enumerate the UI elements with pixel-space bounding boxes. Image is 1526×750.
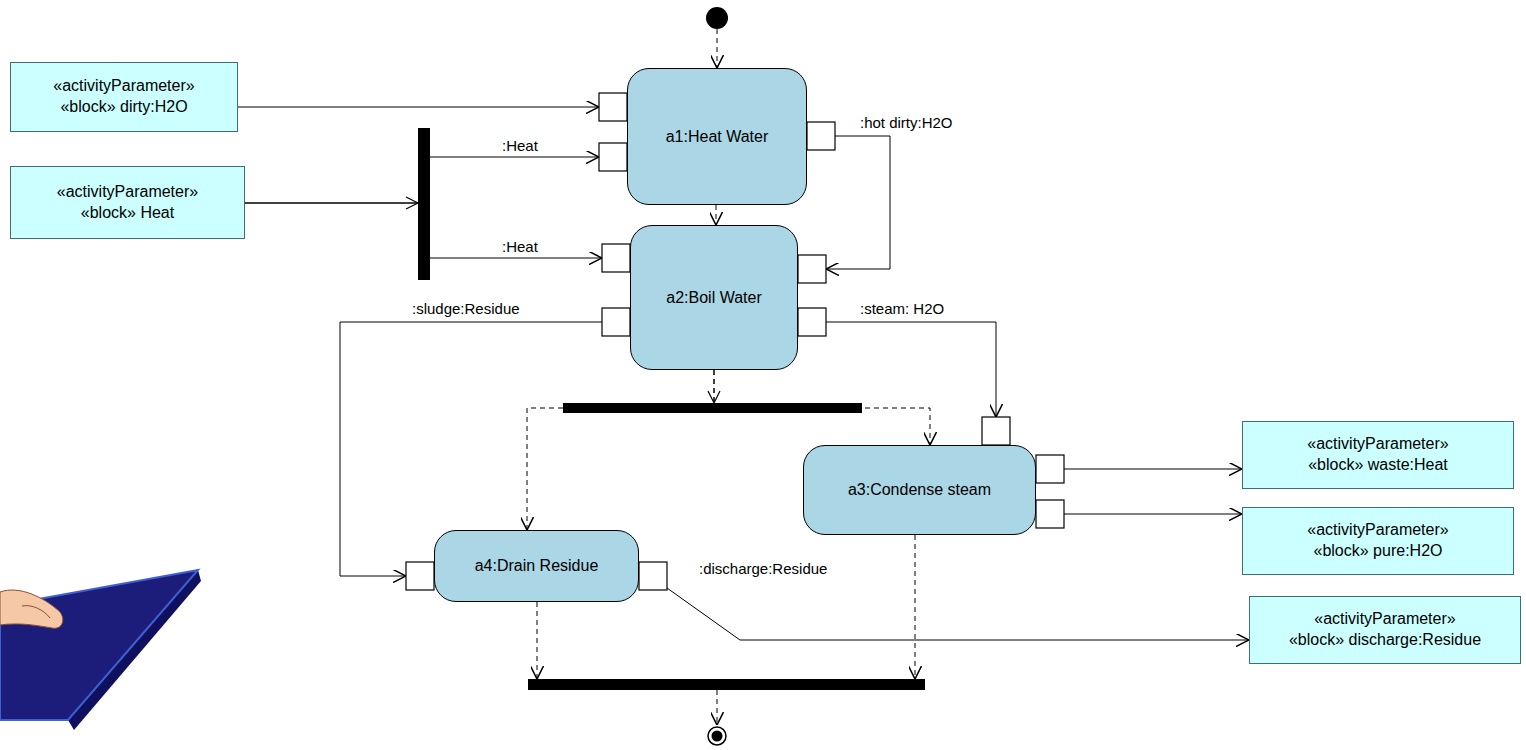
node-name: a1:Heat Water [666, 128, 769, 146]
pin [602, 244, 630, 272]
node-name: «block» waste:Heat [1308, 455, 1448, 476]
object-flow [667, 588, 1249, 640]
node-name: «block» pure:H2O [1314, 541, 1443, 562]
finger-line [22, 606, 50, 618]
pin [798, 255, 826, 283]
activity-parameter: «activityParameter»«block» pure:H2O [1242, 507, 1514, 575]
pin [599, 143, 627, 171]
final-node-core [712, 731, 723, 742]
tablet-top [0, 570, 198, 720]
pin-label: :steam: H2O [858, 300, 946, 317]
control-flow [716, 205, 717, 225]
control-flow [717, 29, 718, 68]
action-node: a1:Heat Water [627, 68, 807, 205]
pin [1036, 500, 1064, 528]
activity-parameter: «activityParameter»«block» waste:Heat [1242, 421, 1514, 489]
pin [982, 417, 1010, 445]
node-name: a3:Condense steam [848, 481, 991, 499]
node-name: «block» dirty:H2O [60, 97, 187, 118]
stereotype-text: «activityParameter» [53, 76, 194, 97]
hand [0, 590, 63, 628]
pin [798, 308, 826, 336]
fork-bar [563, 403, 862, 413]
pin-label: :hot dirty:H2O [858, 114, 955, 131]
pin-label: :discharge:Residue [697, 560, 829, 577]
hand-tablet-illustration [0, 570, 201, 730]
node-name: «block» discharge:Residue [1289, 630, 1481, 651]
node-name: a4:Drain Residue [475, 557, 599, 575]
activity-parameter: «activityParameter»«block» discharge:Res… [1249, 596, 1521, 664]
pin [602, 308, 630, 336]
pin-label: :Heat [500, 238, 540, 255]
initial-node [706, 7, 728, 29]
arrow-head [406, 197, 418, 209]
action-node: a3:Condense steam [803, 445, 1036, 535]
activity-parameter: «activityParameter»«block» Heat [10, 166, 245, 239]
pin [599, 93, 627, 121]
pin [1036, 455, 1064, 483]
arrow-head [708, 391, 720, 403]
object-flow [1064, 469, 1242, 470]
activity-parameter: «activityParameter»«block» dirty:H2O [10, 62, 238, 132]
action-node: a2:Boil Water [630, 225, 798, 370]
final-node [708, 727, 726, 745]
fork-bar [418, 128, 430, 280]
stereotype-text: «activityParameter» [57, 182, 198, 203]
action-node: a4:Drain Residue [434, 530, 639, 602]
node-name: «block» Heat [81, 203, 174, 224]
control-flow [717, 690, 718, 725]
stereotype-text: «activityParameter» [1307, 434, 1448, 455]
control-flow [537, 602, 538, 679]
pin [406, 562, 434, 590]
pin-label: :sludge:Residue [410, 300, 522, 317]
pin-label: :Heat [500, 137, 540, 154]
join-bar [528, 679, 925, 690]
stereotype-text: «activityParameter» [1307, 520, 1448, 541]
pin [807, 122, 835, 150]
object-flow [826, 136, 890, 269]
object-flow [1064, 514, 1242, 515]
object-flow [826, 322, 996, 417]
control-flow [527, 370, 714, 530]
pin [639, 562, 667, 590]
control-flow [915, 535, 916, 679]
stereotype-text: «activityParameter» [1314, 609, 1455, 630]
node-name: a2:Boil Water [666, 289, 761, 307]
object-flow [238, 107, 599, 108]
